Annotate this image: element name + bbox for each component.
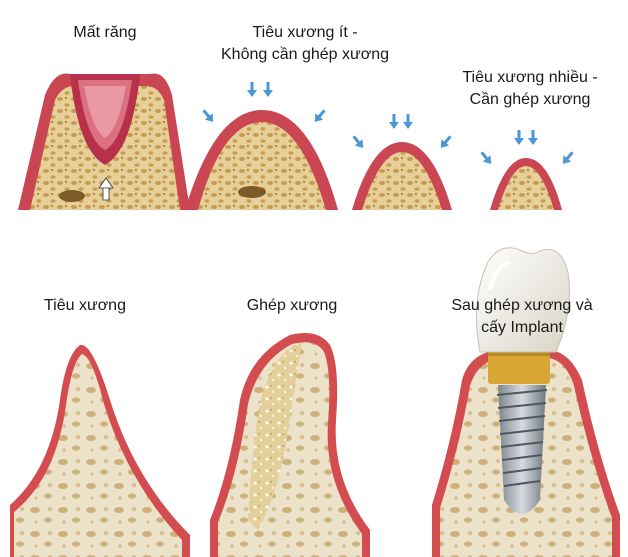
severe-resorption-illustration: [477, 130, 577, 210]
label-line: Tiêu xương ít -: [252, 24, 358, 41]
label-bone-graft: Ghép xương: [222, 295, 362, 317]
label-line: cấy Implant: [481, 319, 563, 336]
moderate-resorption-illustration: [349, 114, 455, 210]
label-line: Sau ghép xương và: [451, 297, 593, 314]
tooth-loss-illustration: [18, 73, 190, 210]
implant-illustration: [432, 247, 620, 557]
label-line: Tiêu xương: [44, 297, 126, 314]
label-implant: Sau ghép xương và cấy Implant: [432, 295, 612, 339]
label-line: Không cần ghép xương: [221, 46, 389, 63]
label-line: Mất răng: [73, 24, 137, 41]
label-bone-loss: Tiêu xương: [20, 295, 150, 317]
graft-material: [248, 342, 302, 530]
label-line: Tiêu xương nhiều -: [462, 69, 598, 86]
label-mild-resorption: Tiêu xương ít - Không cần ghép xương: [200, 22, 410, 66]
label-line: Cần ghép xương: [469, 91, 591, 108]
crown-icon: [475, 247, 570, 353]
label-severe-resorption: Tiêu xương nhiều - Cần ghép xương: [440, 67, 620, 111]
bone-graft-illustration: [210, 332, 370, 557]
upward-arrow-icon: [98, 177, 114, 201]
mild-resorption-illustration: [185, 82, 338, 210]
implant-screw-icon: [496, 385, 548, 514]
abutment-icon: [488, 350, 550, 384]
label-line: Ghép xương: [246, 297, 338, 314]
bone-loss-illustration: [10, 344, 190, 557]
label-tooth-loss: Mất răng: [35, 22, 175, 44]
